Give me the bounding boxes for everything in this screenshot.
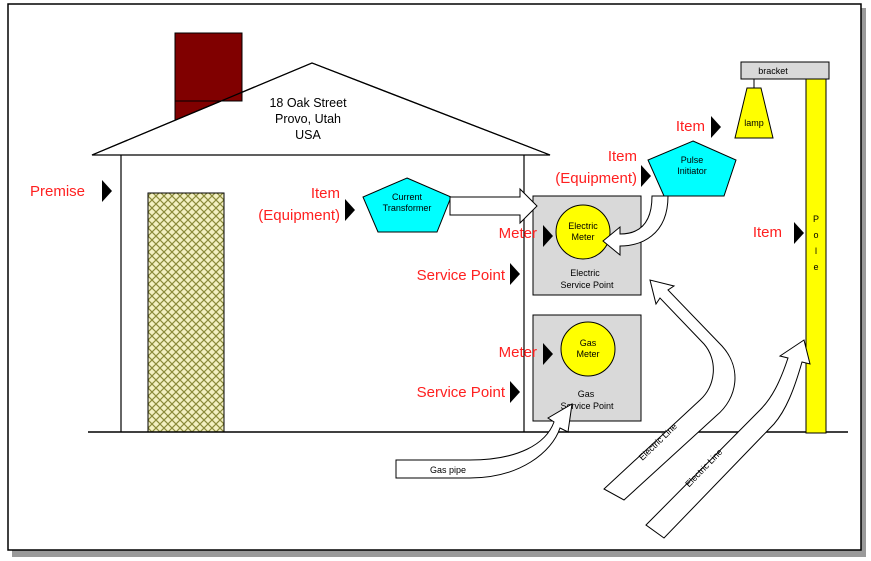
electric-service-point-label-1: Electric [570,268,600,278]
address-line-2: Provo, Utah [275,112,341,126]
electric-meter-label-2: Meter [571,232,594,242]
pulse-initiator-label-1: Pulse [681,155,704,165]
gas-service-point-role-label: Service Point [417,384,506,401]
lamp-item-label: Item [676,118,705,135]
gas-meter-label-1: Gas [580,338,597,348]
current-transformer-label-1: Current [392,192,423,202]
pulse-initiator-label-2: Initiator [677,166,707,176]
ct-item-label-1: Item [311,185,340,202]
ct-item-label-2: (Equipment) [258,207,340,224]
house-door [148,193,224,432]
gas-meter-label-2: Meter [576,349,599,359]
address-line-1: 18 Oak Street [269,96,347,110]
pole [806,79,826,433]
electric-service-point-label-2: Service Point [560,280,614,290]
pulse-item-label-1: Item [608,148,637,165]
pole-letter-3: l [815,246,817,256]
current-transformer-label-2: Transformer [383,203,432,213]
pole-letter-2: o [813,230,818,240]
pole-letter-4: e [813,262,818,272]
premise-label: Premise [30,183,85,200]
electric-service-point-role-label: Service Point [417,267,506,284]
chimney-top [175,33,242,101]
electric-meter-role-label: Meter [499,225,537,242]
electric-meter-label-1: Electric [568,221,598,231]
lamp-label: lamp [744,118,764,128]
pole-item-label: Item [753,224,782,241]
gas-pipe-label: Gas pipe [430,465,466,475]
gas-service-point-label-1: Gas [578,389,595,399]
bracket-label: bracket [758,66,788,76]
gas-meter-role-label: Meter [499,344,537,361]
pulse-item-label-2: (Equipment) [555,170,637,187]
pole-letter-1: P [813,214,819,224]
address-line-3: USA [295,128,321,142]
